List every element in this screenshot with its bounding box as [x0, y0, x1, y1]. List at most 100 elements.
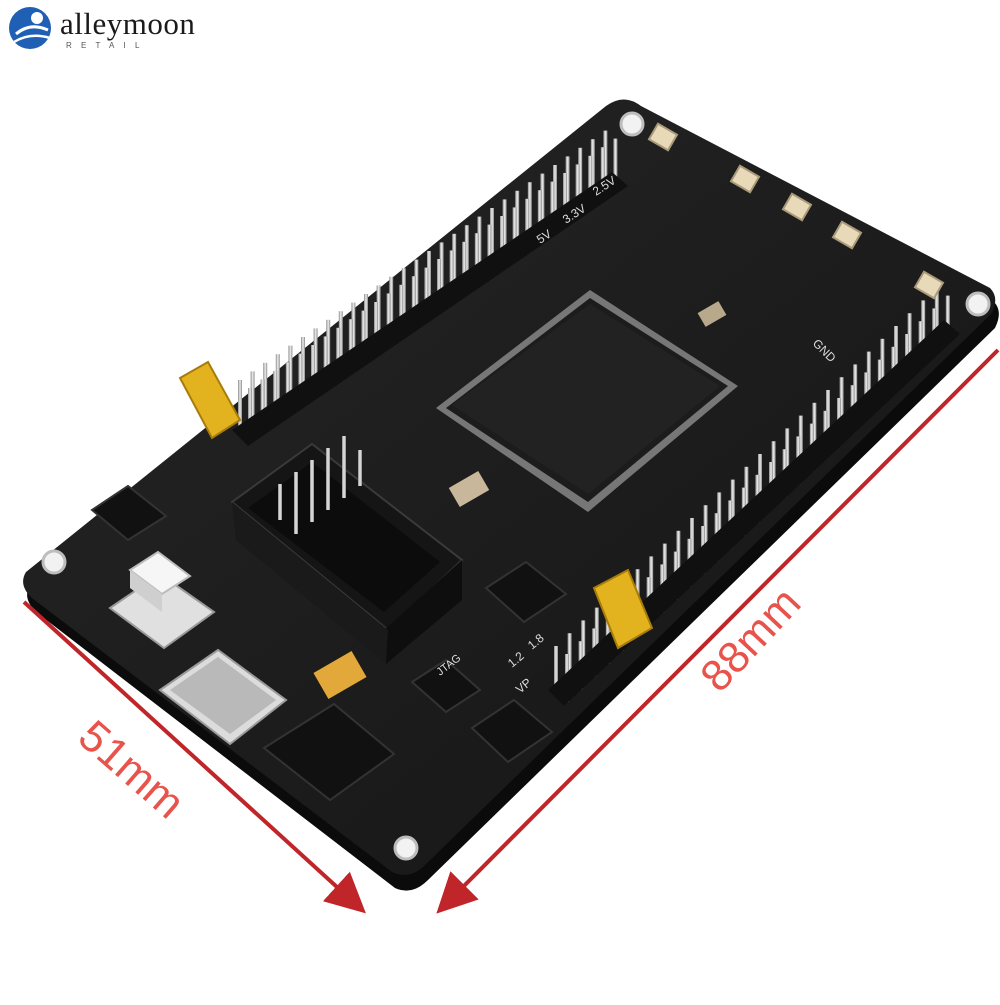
- header-pin: [603, 130, 608, 183]
- brand-logo: alleymoon RETAIL: [6, 4, 206, 54]
- header-pin: [424, 267, 429, 320]
- header-pin: [894, 326, 898, 374]
- header-pin: [389, 276, 394, 329]
- header-pin: [537, 190, 542, 243]
- tantalum-capacitor: [313, 651, 367, 699]
- header-pin: [273, 370, 278, 423]
- fpga-chip: [436, 290, 738, 512]
- top-header-base: [232, 172, 628, 446]
- header-pin: [502, 199, 507, 252]
- header-pin: [298, 353, 303, 406]
- dimension-arrow-length: [436, 348, 1000, 914]
- brand-name: alleymoon: [60, 6, 196, 41]
- header-pin: [351, 302, 356, 355]
- header-pin: [588, 155, 593, 208]
- header-pin: [934, 287, 939, 336]
- power-switch: [108, 550, 216, 650]
- header-pin: [812, 402, 817, 451]
- header-pin: [477, 216, 482, 269]
- header-pin: [437, 259, 441, 311]
- header-pin: [690, 518, 694, 566]
- header-pin: [866, 351, 871, 400]
- jtag-pins: [278, 436, 362, 534]
- header-pin: [399, 284, 404, 337]
- header-pin: [515, 190, 520, 243]
- header-pin: [342, 462, 346, 498]
- header-pin: [487, 224, 492, 277]
- label-5v: 5V: [534, 227, 554, 247]
- header-pin: [301, 337, 305, 389]
- top-pin-header: [238, 130, 618, 440]
- header-pin: [449, 250, 454, 303]
- header-pin: [590, 139, 595, 192]
- header-pin: [348, 319, 353, 372]
- header-pin: [427, 251, 431, 303]
- header-pin: [361, 310, 366, 363]
- header-pin: [880, 338, 885, 387]
- header-pin: [462, 241, 467, 294]
- header-pin: [826, 390, 830, 438]
- header-pin: [853, 364, 858, 413]
- header-pin: [386, 293, 391, 346]
- header-pin: [730, 479, 735, 528]
- small-oscillator: [697, 301, 727, 327]
- jumper-right: [592, 568, 654, 650]
- header-pin: [278, 484, 282, 520]
- dimension-arrow-width: [22, 600, 366, 914]
- header-pin: [248, 388, 252, 440]
- header-pin: [554, 646, 558, 694]
- header-pin: [594, 607, 599, 656]
- header-pin: [311, 345, 315, 397]
- header-pin: [250, 371, 255, 424]
- header-pin: [676, 530, 681, 579]
- header-pin: [581, 620, 586, 669]
- moon-globe-icon: [9, 7, 51, 49]
- header-pin: [744, 466, 749, 515]
- header-pin: [411, 276, 416, 329]
- header-pin: [260, 379, 265, 432]
- header-pin: [575, 164, 580, 217]
- user-buttons: [647, 122, 945, 300]
- header-pin: [285, 362, 290, 415]
- jumper-left: [178, 360, 242, 440]
- header-pin: [358, 450, 362, 486]
- header-pin: [578, 147, 583, 200]
- brand-tagline: RETAIL: [66, 41, 149, 50]
- pcb-board: [23, 99, 996, 875]
- header-pin: [326, 448, 330, 484]
- usb-c-port: [158, 648, 288, 746]
- header-pin: [439, 242, 444, 295]
- header-pin: [758, 454, 762, 502]
- crystal-oscillator: [448, 470, 490, 508]
- header-pin: [288, 345, 293, 398]
- header-pin: [374, 302, 378, 354]
- header-pin: [326, 474, 330, 510]
- header-pin: [907, 313, 912, 362]
- header-pin: [662, 543, 667, 592]
- header-pin: [323, 336, 328, 389]
- header-pin: [263, 362, 268, 415]
- header-pin: [310, 486, 314, 522]
- header-pin: [703, 505, 708, 554]
- header-pin: [500, 216, 504, 268]
- header-pin: [798, 415, 803, 464]
- header-pin: [414, 259, 419, 312]
- regulator-ics: [90, 484, 568, 802]
- header-pin: [313, 328, 318, 381]
- header-pin: [550, 181, 555, 234]
- header-pin: [275, 354, 280, 407]
- header-pin: [490, 208, 494, 260]
- header-pin: [401, 268, 406, 321]
- header-pin: [294, 472, 298, 508]
- header-pin: [921, 300, 926, 349]
- header-pin: [452, 233, 457, 286]
- header-pin: [376, 285, 381, 338]
- header-pin: [336, 327, 341, 380]
- header-pin: [563, 173, 567, 225]
- header-pin: [364, 294, 368, 346]
- header-pin: [464, 225, 469, 278]
- header-pin: [512, 207, 517, 260]
- header-pin: [310, 460, 314, 496]
